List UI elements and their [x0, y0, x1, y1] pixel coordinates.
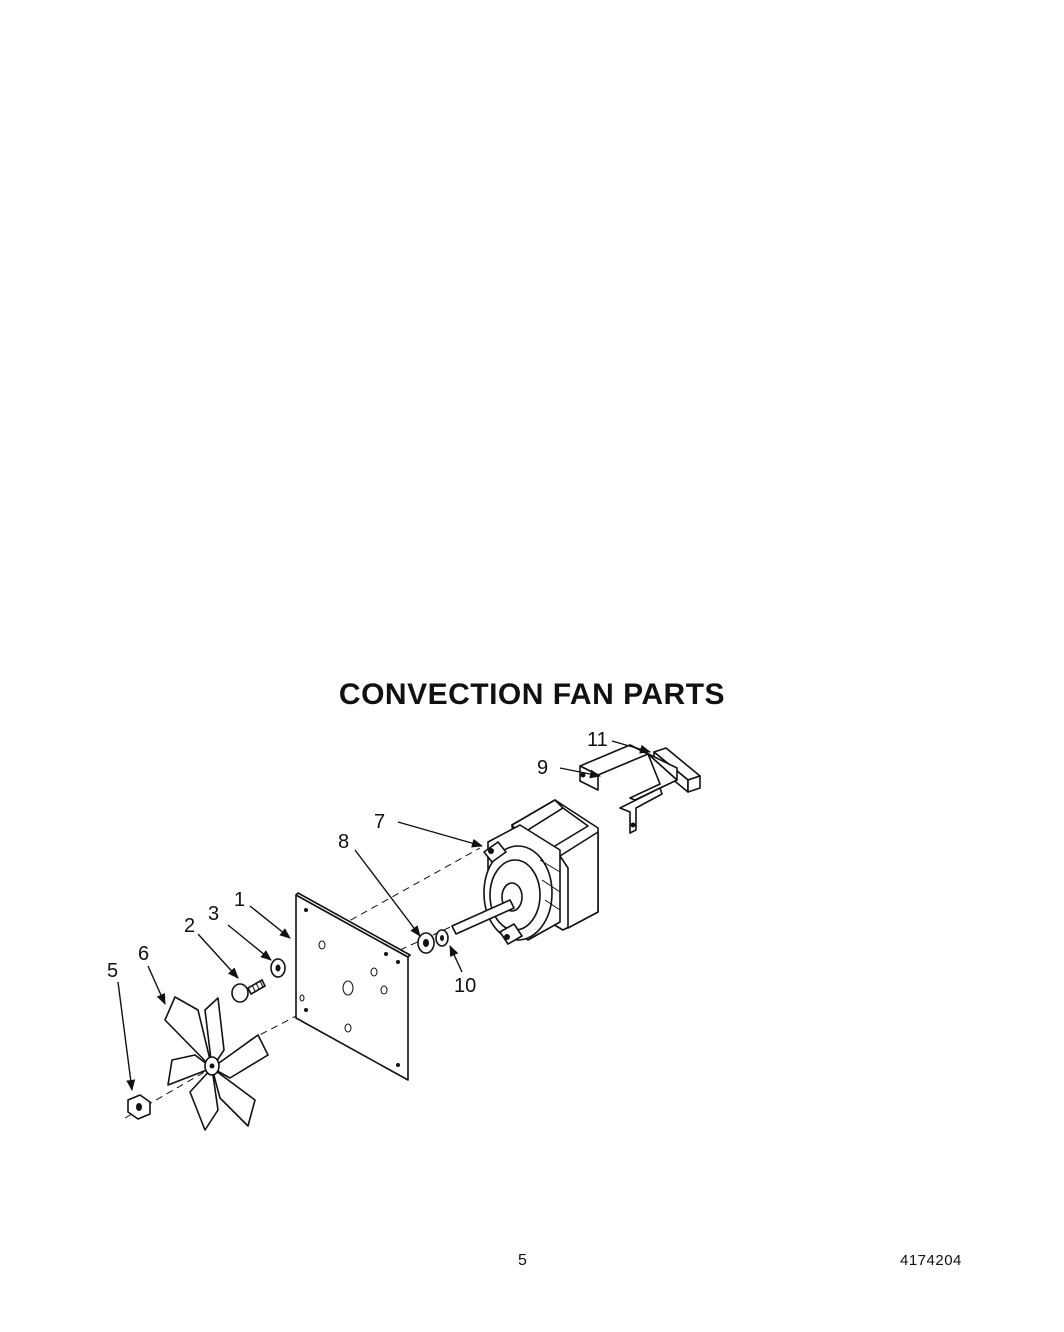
part-8-washer — [417, 932, 435, 954]
part-9-bracket — [579, 744, 678, 834]
callout-6: 6 — [138, 943, 149, 965]
callout-8: 8 — [338, 831, 349, 853]
callout-11: 11 — [587, 729, 608, 751]
callout-1: 1 — [234, 889, 245, 911]
callout-leaders — [117, 740, 652, 1092]
part-7-motor — [451, 799, 599, 945]
callout-7: 7 — [374, 811, 385, 833]
part-5-nut — [127, 1094, 151, 1120]
part-3-washer — [270, 958, 286, 978]
callout-labels: 1 2 3 5 6 7 8 9 10 11 — [107, 729, 608, 997]
part-2-screw — [231, 979, 266, 1003]
page-number: 5 — [518, 1252, 527, 1269]
mounting-plate — [295, 892, 411, 1081]
callout-2: 2 — [184, 915, 195, 937]
document-number: 4174204 — [900, 1252, 962, 1269]
page-title: CONVECTION FAN PARTS — [338, 678, 726, 711]
part-6-fan-blade — [164, 996, 269, 1131]
callout-10: 10 — [454, 975, 476, 997]
callout-3: 3 — [208, 903, 219, 925]
callout-9: 9 — [537, 757, 548, 779]
callout-5: 5 — [107, 960, 118, 982]
part-10-washer — [435, 929, 449, 947]
